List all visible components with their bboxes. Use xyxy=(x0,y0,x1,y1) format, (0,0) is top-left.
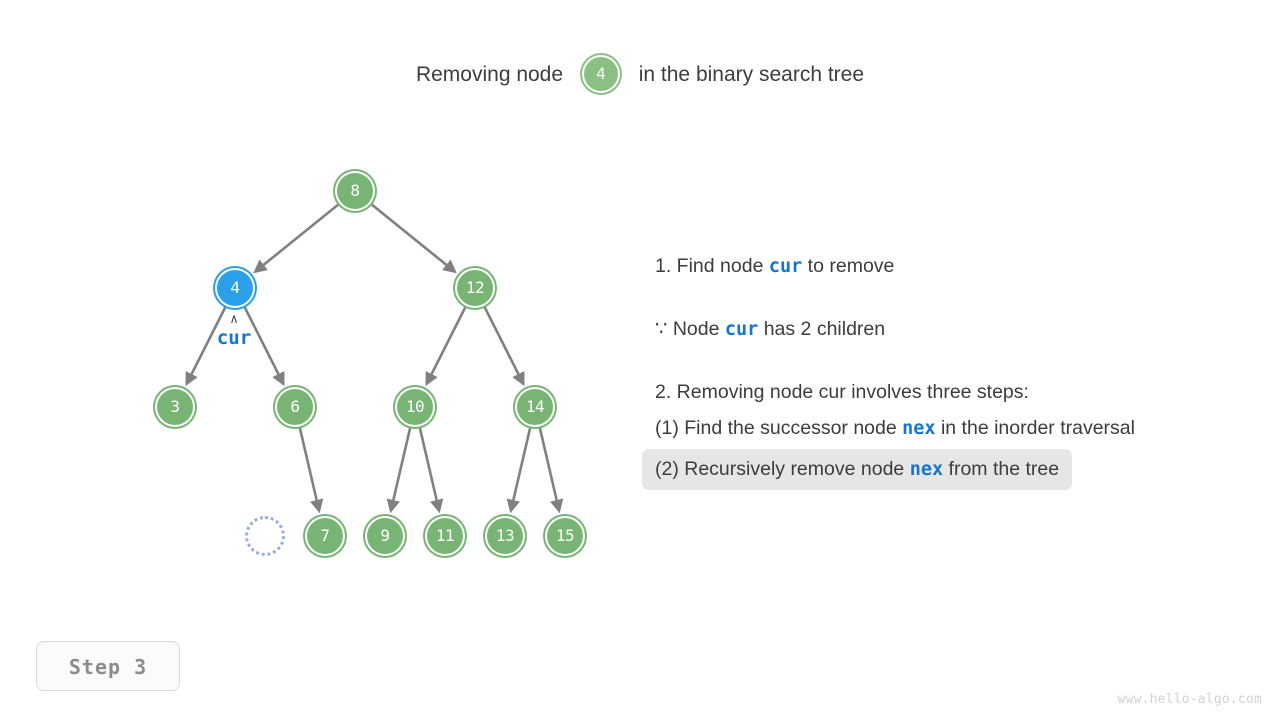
edge-12-14 xyxy=(483,306,525,387)
node-7: 7 xyxy=(305,516,345,556)
node-6: 6 xyxy=(275,387,315,427)
explanation-line-5-wrapper: (2) Recursively remove node nex from the… xyxy=(642,447,1255,490)
node-13: 13 xyxy=(485,516,525,556)
node-empty xyxy=(245,516,285,556)
node-15: 15 xyxy=(545,516,585,556)
line1-keyword-cur: cur xyxy=(768,256,803,277)
line4-text-b: in the inorder traversal xyxy=(935,417,1135,439)
line5-keyword-nex: nex xyxy=(909,459,944,480)
explanation-spacer-1 xyxy=(655,285,1255,311)
edge-4-3 xyxy=(185,306,227,387)
explanation-line-3: 2. Removing node cur involves three step… xyxy=(655,381,1029,403)
explanation-line-1: 1. Find node cur to remove xyxy=(655,248,1255,285)
line1-text-b: to remove xyxy=(802,255,895,277)
edge-4-6 xyxy=(243,306,285,387)
edge-8-12 xyxy=(370,203,457,274)
watermark: www.hello-algo.com xyxy=(1117,692,1262,707)
edge-10-9 xyxy=(386,427,412,514)
node-10: 10 xyxy=(395,387,435,427)
cur-caret-icon: ∧ xyxy=(230,312,238,327)
tree-edges-layer xyxy=(185,203,564,514)
title-text-after: in the binary search tree xyxy=(638,63,865,86)
node-4: 4 xyxy=(215,268,255,308)
line2-keyword-cur: cur xyxy=(724,319,759,340)
line2-text-a: ∵ Node xyxy=(655,318,725,340)
node-14: 14 xyxy=(515,387,555,427)
explanation-line-5-highlighted: (2) Recursively remove node nex from the… xyxy=(642,449,1073,490)
line5-text-b: from the tree xyxy=(943,458,1060,480)
edge-14-15 xyxy=(538,427,564,514)
edge-10-11 xyxy=(418,427,444,514)
edge-8-4 xyxy=(253,203,340,274)
line5-text-a: (2) Recursively remove node xyxy=(655,458,910,480)
line1-text-a: 1. Find node xyxy=(655,255,769,277)
step-badge: Step 3 xyxy=(36,641,180,691)
edge-6-7 xyxy=(298,427,324,514)
line4-keyword-nex: nex xyxy=(902,418,936,439)
cur-pointer-label: cur xyxy=(216,327,252,349)
title-node-4: 4 xyxy=(581,55,620,93)
title-text-before: Removing node xyxy=(415,63,564,86)
line4-text-a: (1) Find the successor node xyxy=(655,417,903,439)
explanation-panel: 1. Find node cur to remove ∵ Node cur ha… xyxy=(642,248,1255,490)
page-title: Removing node 4 in the binary search tre… xyxy=(0,55,1280,94)
edge-14-13 xyxy=(506,427,532,514)
node-12: 12 xyxy=(455,268,495,308)
line2-text-b: has 2 children xyxy=(758,318,886,340)
explanation-line-2: ∵ Node cur has 2 children xyxy=(655,311,1255,348)
node-9: 9 xyxy=(365,516,405,556)
edge-12-10 xyxy=(425,306,467,387)
node-8: 8 xyxy=(335,171,375,211)
node-11: 11 xyxy=(425,516,465,556)
node-3: 3 xyxy=(155,387,195,427)
explanation-spacer-2 xyxy=(655,348,1255,374)
explanation-line-4: (1) Find the successor node nex in the i… xyxy=(655,410,1255,447)
